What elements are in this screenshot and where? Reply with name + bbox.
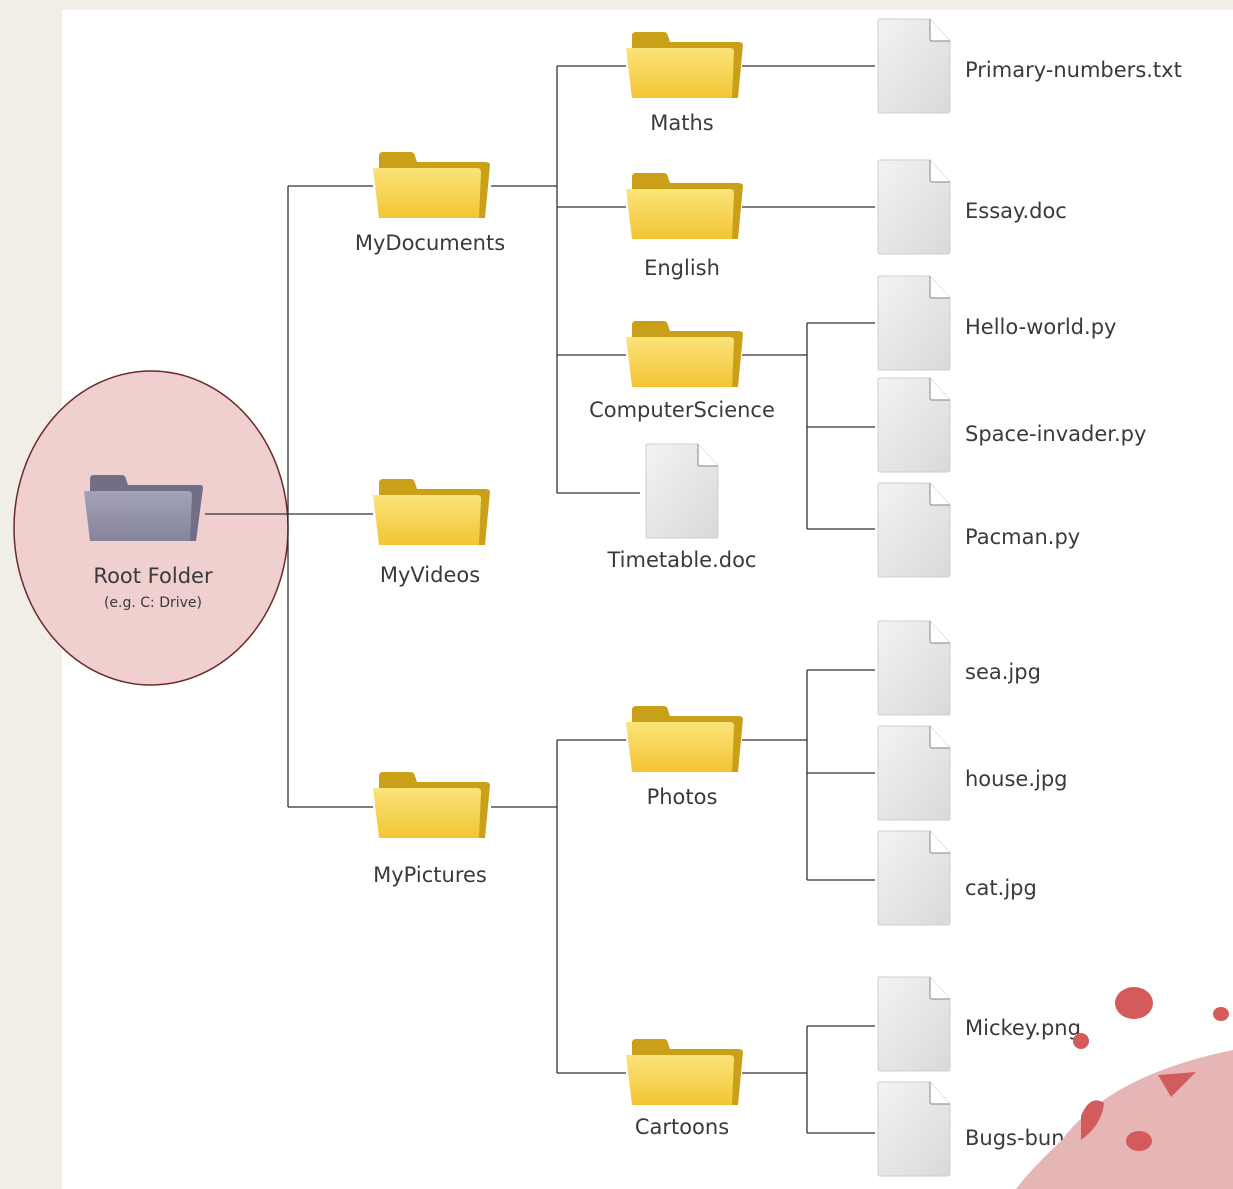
folder-node-english[interactable]: English [626,173,743,280]
folder-icon [626,173,743,239]
folder-label-english: English [644,256,720,280]
folder-label-maths: Maths [650,111,713,135]
folder-label-mydocuments: MyDocuments [355,231,505,255]
file-icon [877,976,951,1072]
file-icon [877,275,951,371]
folder-label-cartoons: Cartoons [635,1115,729,1139]
file-node-sea[interactable]: sea.jpg [877,620,1041,716]
file-icon [877,620,951,716]
folder-icon [626,32,743,98]
file-label-hello-world: Hello-world.py [965,315,1116,339]
folder-node-cartoons[interactable]: Cartoons [626,1039,743,1139]
file-label-primary-numbers: Primary-numbers.txt [965,58,1182,82]
folder-node-photos[interactable]: Photos [626,706,743,809]
file-node-pacman[interactable]: Pacman.py [877,482,1080,578]
file-icon [877,830,951,926]
file-node-primary-numbers[interactable]: Primary-numbers.txt [877,18,1182,114]
file-icon [877,482,951,578]
file-label-mickey: Mickey.png [965,1016,1081,1040]
folder-icon [626,706,743,772]
file-node-hello-world[interactable]: Hello-world.py [877,275,1116,371]
folder-node-myvideos[interactable]: MyVideos [373,479,490,587]
root-folder-node[interactable]: Root Folder (e.g. C: Drive) [84,475,213,611]
file-node-essay[interactable]: Essay.doc [877,159,1067,255]
file-node-space-invader[interactable]: Space-invader.py [877,377,1146,473]
folder-node-computerscience[interactable]: ComputerScience [589,321,775,422]
file-node-house[interactable]: house.jpg [877,725,1068,821]
file-icon [877,18,951,114]
file-icon [877,1081,951,1177]
folder-icon [626,321,743,387]
file-node-mickey[interactable]: Mickey.png [877,976,1081,1072]
file-node-cat[interactable]: cat.jpg [877,830,1037,926]
file-label-timetable: Timetable.doc [607,548,757,572]
file-node-timetable[interactable]: Timetable.doc [607,443,757,572]
folder-icon [373,772,490,838]
file-label-essay: Essay.doc [965,199,1067,223]
root-folder-label: Root Folder [93,564,213,588]
file-label-space-invader: Space-invader.py [965,422,1146,446]
folder-label-mypictures: MyPictures [373,863,487,887]
file-icon [877,377,951,473]
file-label-pacman: Pacman.py [965,525,1080,549]
file-icon [645,443,719,539]
folder-node-mydocuments[interactable]: MyDocuments [355,152,505,255]
file-label-house: house.jpg [965,767,1068,791]
folder-icon [373,152,490,218]
folder-label-photos: Photos [647,785,718,809]
folder-icon [373,479,490,545]
folder-label-computerscience: ComputerScience [589,398,775,422]
folder-node-maths[interactable]: Maths [626,32,743,135]
root-folder-sublabel: (e.g. C: Drive) [104,595,202,611]
file-icon [877,159,951,255]
decorative-corner [1016,987,1233,1189]
folder-node-mypictures[interactable]: MyPictures [373,772,490,887]
file-icon [877,725,951,821]
tree-connectors [205,65,875,1134]
folder-label-myvideos: MyVideos [380,563,480,587]
folder-icon [84,475,203,541]
file-label-cat: cat.jpg [965,876,1037,900]
file-label-sea: sea.jpg [965,660,1041,684]
folder-icon [626,1039,743,1105]
